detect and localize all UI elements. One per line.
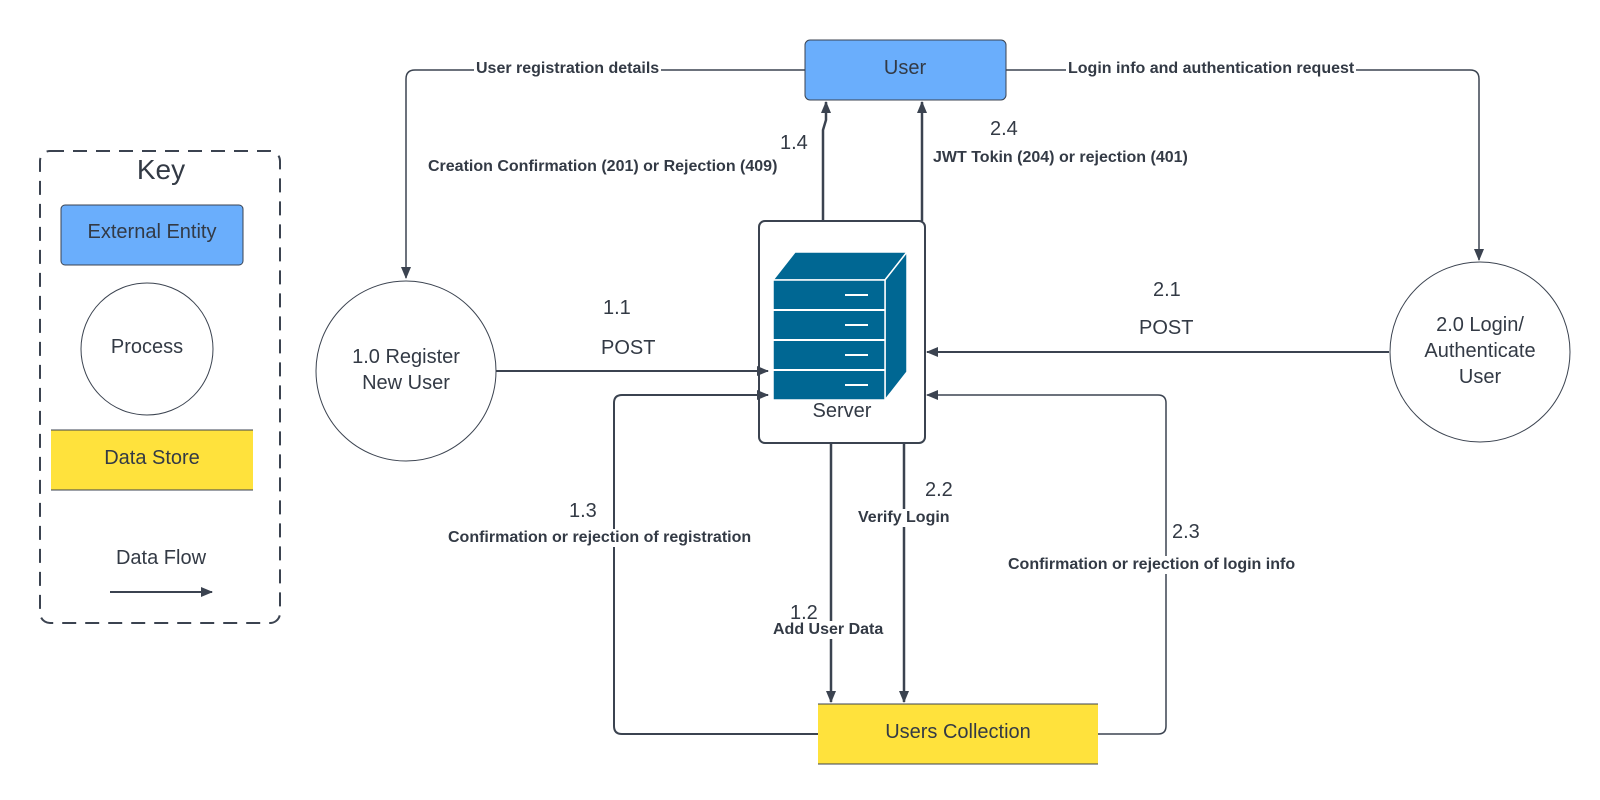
login-line-2: Authenticate [1424, 340, 1536, 362]
key-process-shape [80, 282, 214, 416]
register-process-label: 1.0 Register New User [352, 344, 460, 396]
register-line-1: 1.0 Register [352, 346, 460, 368]
flow-1-4-creation-confirmation [821, 101, 831, 221]
key-external-entity-shape [60, 204, 244, 266]
users-collection-label: Users Collection [885, 721, 1031, 743]
key-title: Key [136, 154, 186, 185]
flow-user-registration-details [401, 69, 805, 279]
flow-1-3-confirmation-registration [613, 390, 818, 735]
register-line-2: New User [362, 372, 450, 394]
flow-1-2-label: Add User Data [771, 621, 886, 639]
key-data-store-shape [51, 430, 253, 490]
flow-2-3-number: 2.3 [1172, 521, 1200, 543]
flow-2-1-number: 2.1 [1153, 279, 1181, 301]
flow-1-3-number: 1.3 [569, 500, 597, 522]
flow-1-1-number: 1.1 [603, 297, 631, 319]
key-box [39, 150, 281, 624]
login-process-circle [1389, 261, 1571, 443]
flow-1-3-label: Confirmation or rejection of registratio… [446, 529, 754, 547]
flow-2-4-label: JWT Tokin (204) or rejection (401) [933, 149, 1188, 166]
key-data-flow-label: Data Flow [115, 547, 207, 569]
login-line-3: User [1458, 366, 1502, 388]
server-icon [771, 249, 909, 403]
flow-1-2-number: 1.2 [790, 602, 818, 624]
server-label: Server [812, 400, 872, 422]
key-data-store-label: Data Store [104, 447, 200, 469]
users-collection-store [818, 704, 1098, 764]
flow-login-info-request [1006, 69, 1484, 261]
flow-1-1-label: POST [601, 337, 656, 359]
flow-1-4-number: 1.4 [780, 132, 808, 154]
flow-2-2-label: Verify Login [856, 509, 952, 527]
flow-1-4-label: Creation Confirmation (201) or Rejection… [428, 158, 778, 175]
flow-2-4-number: 2.4 [990, 118, 1018, 140]
flow-2-3-label: Confirmation or rejection of login info [1006, 556, 1298, 574]
key-external-entity-label: External Entity [87, 221, 217, 243]
flow-2-1-label: POST [1139, 317, 1194, 339]
login-process-label: 2.0 Login/ Authenticate User [1424, 312, 1535, 390]
flow-2-2-number: 2.2 [925, 479, 953, 501]
user-entity-label: User [883, 57, 927, 79]
user-registration-details-label: User registration details [474, 60, 662, 78]
key-process-label: Process [110, 336, 184, 358]
login-info-request-label: Login info and authentication request [1066, 60, 1357, 78]
login-line-1: 2.0 Login/ [1436, 314, 1524, 336]
